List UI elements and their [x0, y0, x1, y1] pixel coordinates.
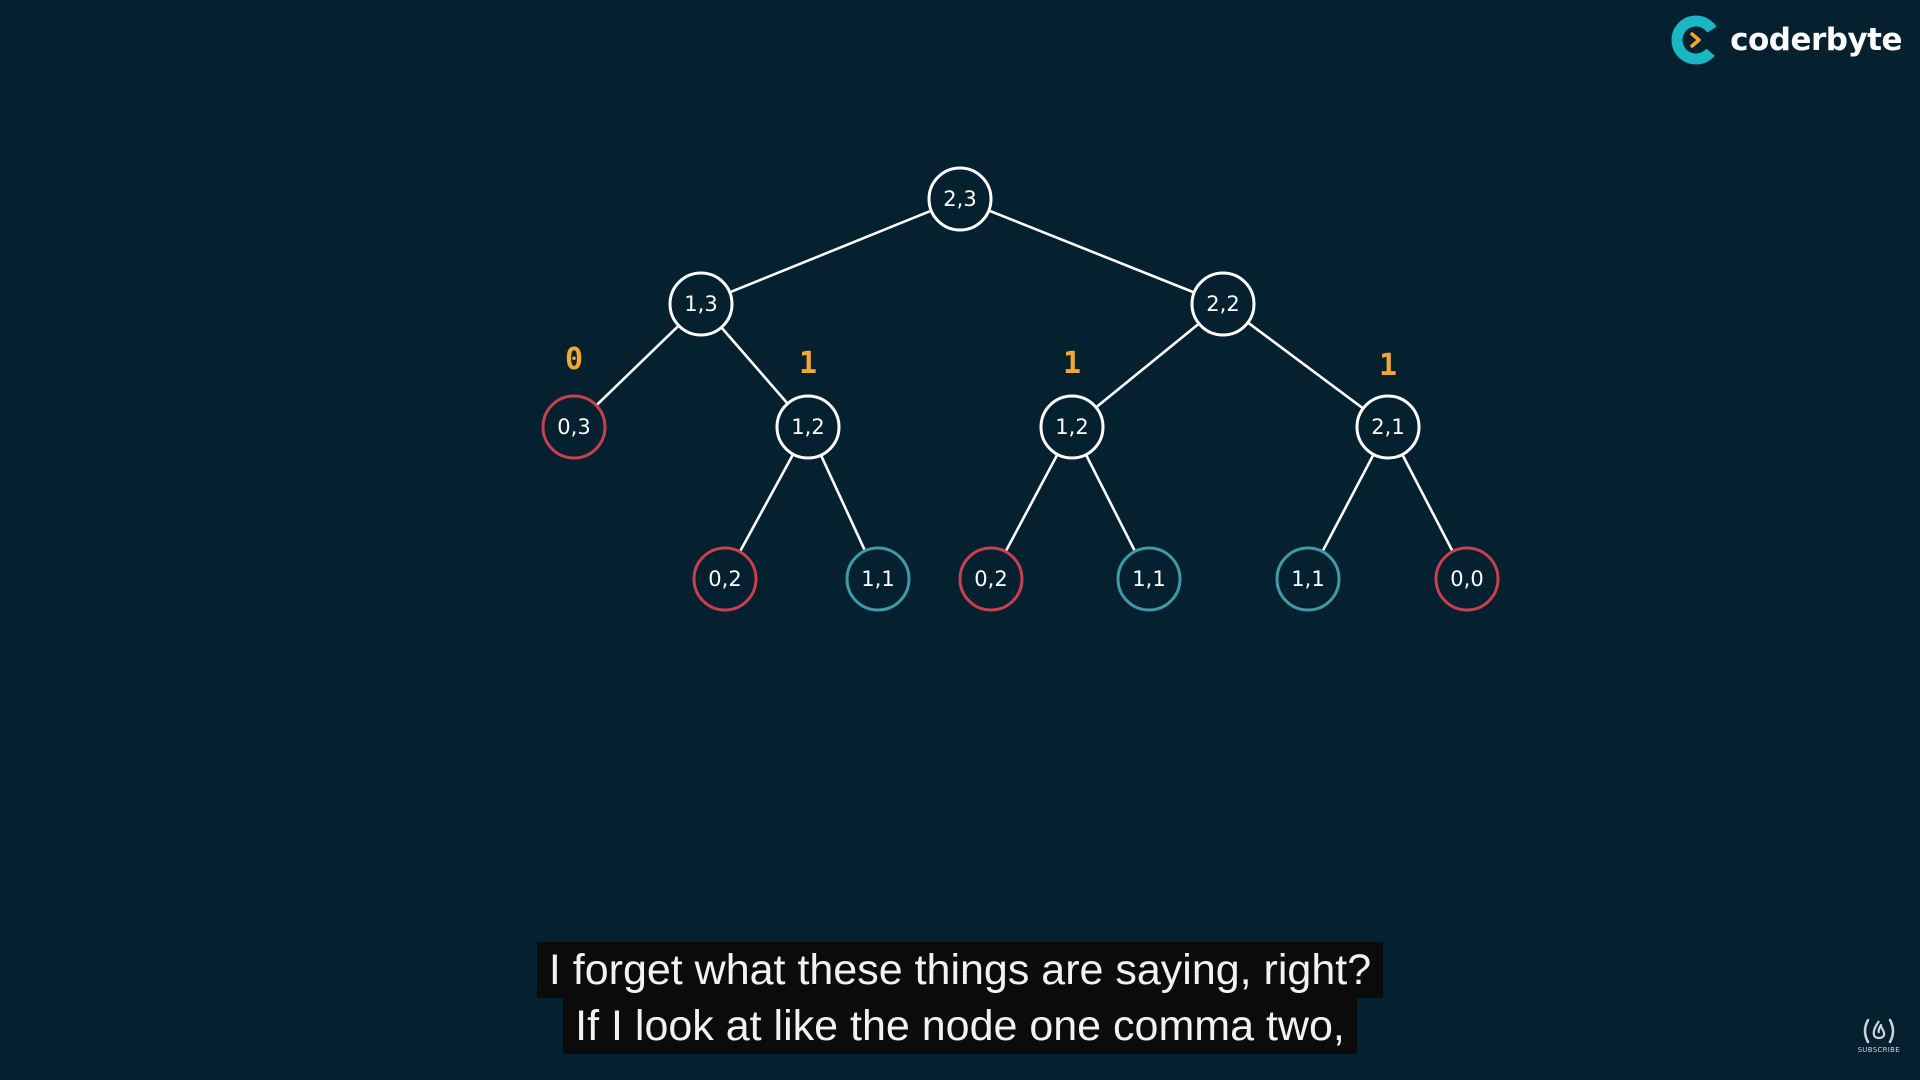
tree-node-circle — [775, 394, 841, 460]
return-value-annotation: 0 — [565, 342, 583, 377]
tree-node-circle — [1190, 271, 1256, 337]
tree-node: 2,3 — [927, 166, 993, 232]
tree-node: 0,30 — [541, 342, 607, 460]
tree-node-circle — [1275, 546, 1341, 612]
subscribe-label: SUBSCRIBE — [1857, 1046, 1900, 1054]
tree-edge — [595, 324, 680, 407]
tree-node-label: 2,3 — [943, 187, 976, 211]
tree-node-label: 2,2 — [1206, 292, 1239, 316]
tree-node-circle — [958, 546, 1024, 612]
tree-node-circle — [927, 166, 993, 232]
return-value-annotation: 1 — [799, 346, 817, 381]
tree-edge — [1321, 453, 1375, 553]
tree-edge — [1084, 454, 1137, 552]
tree-node: 2,11 — [1355, 348, 1421, 460]
tree-node-label: 1,2 — [1055, 415, 1088, 439]
return-value-annotation: 1 — [1063, 346, 1081, 381]
tree-node-circle — [668, 271, 734, 337]
tree-node: 1,1 — [1275, 546, 1341, 612]
tree-edge — [729, 209, 932, 294]
tree-edge — [1095, 322, 1200, 409]
tree-edge — [988, 209, 1195, 294]
subtitle-overlay: I forget what these things are saying, r… — [0, 942, 1920, 1054]
tree-node: 0,2 — [692, 546, 758, 612]
flame-icon — [1863, 1018, 1895, 1044]
tree-node-label: 1,1 — [1132, 567, 1165, 591]
tree-edge — [1401, 453, 1454, 553]
tree-edge — [738, 453, 795, 553]
brand-name: coderbyte — [1730, 22, 1902, 58]
tree-node: 0,2 — [958, 546, 1024, 612]
tree-edge — [1247, 321, 1364, 410]
tree-edge — [819, 454, 867, 552]
tree-node-circle — [1116, 546, 1182, 612]
tree-node-label: 1,1 — [1291, 567, 1324, 591]
tree-node: 1,1 — [1116, 546, 1182, 612]
tree-node: 1,3 — [668, 271, 734, 337]
tree-node: 1,21 — [1039, 346, 1105, 460]
tree-node: 1,21 — [775, 346, 841, 460]
subtitle-line-2: If I look at like the node one comma two… — [563, 998, 1357, 1054]
tree-node-circle — [692, 546, 758, 612]
tree-node-circle — [845, 546, 911, 612]
tree-node: 0,0 — [1434, 546, 1500, 612]
return-value-annotation: 1 — [1379, 348, 1397, 383]
tree-node-label: 0,3 — [557, 415, 590, 439]
tree-node-circle — [541, 394, 607, 460]
tree-node: 1,1 — [845, 546, 911, 612]
tree-edge — [720, 326, 789, 405]
tree-node-label: 1,3 — [684, 292, 717, 316]
tree-node-circle — [1355, 394, 1421, 460]
tree-node-label: 0,2 — [974, 567, 1007, 591]
tree-node-circle — [1434, 546, 1500, 612]
coderbyte-logo-icon — [1671, 15, 1721, 65]
tree-node-label: 2,1 — [1371, 415, 1404, 439]
subscribe-watermark[interactable]: SUBSCRIBE — [1858, 1016, 1900, 1054]
coderbyte-logo: coderbyte — [1670, 14, 1902, 66]
tree-node-circle — [1039, 394, 1105, 460]
tree-node-label: 0,2 — [708, 567, 741, 591]
tree-node-label: 0,0 — [1450, 567, 1483, 591]
tree-node-label: 1,1 — [861, 567, 894, 591]
tree-edge — [1004, 453, 1059, 553]
tree-node: 2,2 — [1190, 271, 1256, 337]
subtitle-line-1: I forget what these things are saying, r… — [536, 942, 1384, 998]
tree-node-label: 1,2 — [791, 415, 824, 439]
tree-edges — [595, 209, 1454, 553]
